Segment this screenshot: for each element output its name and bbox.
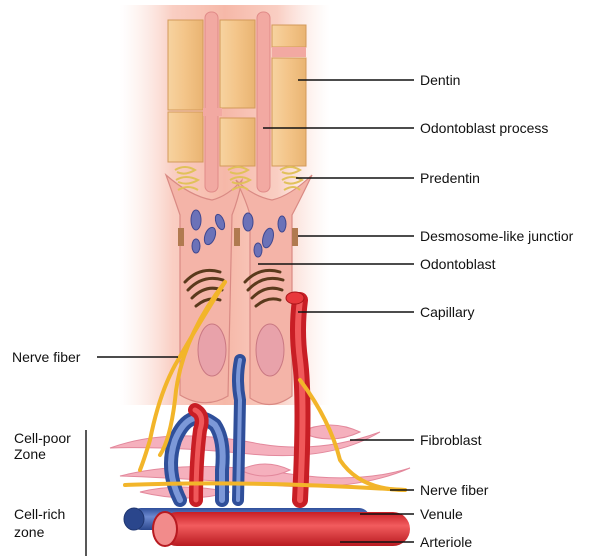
label-nerve-fiber-left: Nerve fiber [12, 349, 80, 365]
capillary-tip [286, 292, 304, 304]
label-desmosome: Desmosome-like junctior [420, 228, 573, 244]
label-predentin: Predentin [420, 170, 480, 186]
label-cell-rich-zone-1: Cell-rich [14, 506, 65, 522]
label-capillary: Capillary [420, 304, 474, 320]
dentin-region [168, 20, 306, 166]
label-cell-rich-zone-2: zone [14, 524, 44, 540]
label-cell-poor-zone-1: Cell-poor [14, 430, 71, 446]
label-venule: Venule [420, 506, 463, 522]
label-cell-poor-zone-2: Zone [14, 446, 46, 462]
label-odontoblast: Odontoblast [420, 256, 496, 272]
label-nerve-fiber-right: Nerve fiber [420, 482, 488, 498]
label-dentin: Dentin [420, 72, 460, 88]
label-odontoblast-process: Odontoblast process [420, 120, 548, 136]
label-fibroblast: Fibroblast [420, 432, 481, 448]
label-arteriole: Arteriole [420, 534, 472, 550]
arteriole-main [153, 512, 410, 546]
